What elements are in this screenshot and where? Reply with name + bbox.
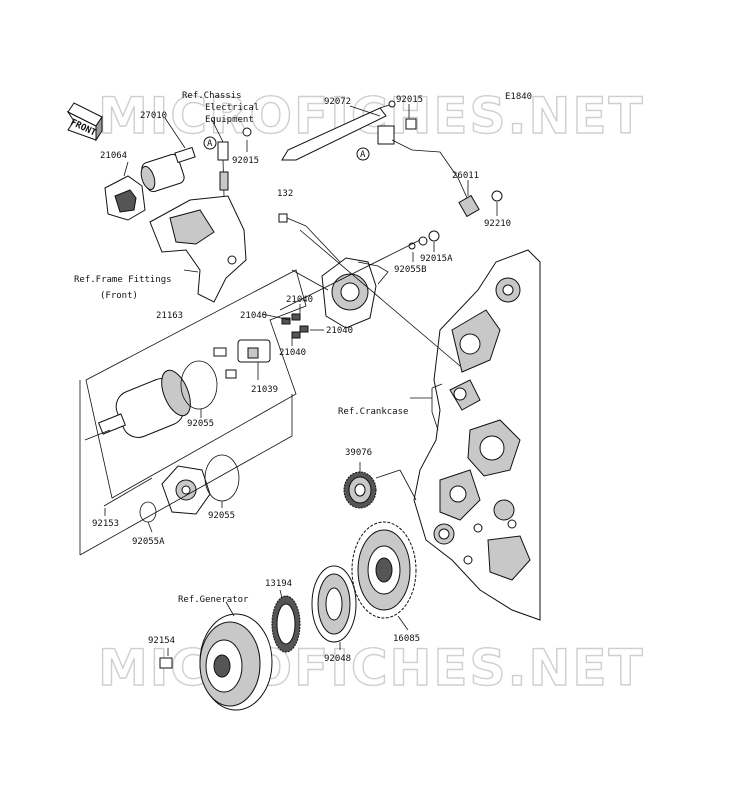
ref-frame-fittings-line-2: (Front)	[100, 291, 138, 301]
label-39076: 39076	[345, 448, 372, 458]
label-26011: 26011	[452, 171, 479, 181]
label-92154: 92154	[148, 636, 175, 646]
ref-crankcase: Ref.Crankcase	[338, 407, 408, 417]
frame-bracket	[149, 195, 247, 303]
callout-a-left-circle	[203, 136, 217, 150]
washer-92015-a	[242, 127, 252, 137]
label-13194: 13194	[265, 579, 292, 589]
label-21039: 21039	[251, 385, 278, 395]
label-92015a: 92015A	[420, 254, 453, 264]
washer-92015a-2	[428, 230, 440, 242]
o-ring-92055a	[139, 501, 157, 523]
label-92153: 92153	[92, 519, 119, 529]
watermark-bottom: MICROFICHES.NET	[98, 639, 645, 697]
o-ring-92055-b	[204, 454, 240, 502]
starter-relay	[140, 146, 196, 193]
callout-a-left: A	[207, 139, 213, 149]
starter-motor-21163	[84, 369, 191, 441]
o-ring-92055-a	[180, 360, 218, 410]
label-21163: 21163	[156, 311, 183, 321]
label-92055b: 92055B	[394, 265, 427, 275]
one-way-clutch-housing-92048	[311, 565, 357, 643]
relay-wire-connector	[217, 141, 229, 197]
label-21040-c: 21040	[326, 326, 353, 336]
washer-92015a-1	[418, 236, 428, 246]
ref-generator: Ref.Generator	[178, 595, 249, 605]
label-92072: 92072	[324, 97, 351, 107]
nut-92210	[491, 190, 503, 202]
label-92055a: 92055A	[132, 537, 165, 547]
label-16085: 16085	[393, 634, 420, 644]
ref-chassis-line-2: Electrical	[205, 103, 259, 113]
callout-a-right-circle	[356, 147, 370, 161]
nut-92015-b	[405, 118, 417, 130]
starter-end-cover	[321, 257, 389, 329]
label-21064: 21064	[100, 151, 127, 161]
crankcase	[413, 249, 541, 621]
bolt-92154	[159, 657, 173, 669]
label-21040-b: 21040	[240, 311, 267, 321]
label-92048: 92048	[324, 654, 351, 664]
through-bolt-92153	[103, 477, 153, 507]
relay-rubber-cover	[104, 175, 146, 221]
leader-lines	[79, 104, 498, 656]
starter-idle-gear-39076	[343, 471, 377, 509]
label-92055-a: 92055	[187, 419, 214, 429]
label-92015-b: 92015	[396, 95, 423, 105]
bolt-132	[278, 213, 307, 227]
label-92015-a: 92015	[232, 156, 259, 166]
starter-front-cover	[161, 465, 211, 515]
label-92055-b: 92055	[208, 511, 235, 521]
brush-holder-21039	[213, 339, 271, 379]
label-21040-a: 21040	[286, 295, 313, 305]
generator-rotor	[199, 613, 273, 711]
brush-springs	[281, 313, 309, 339]
label-21040-d: 21040	[279, 348, 306, 358]
starter-clutch-gear-16085	[351, 521, 417, 619]
ref-frame-fittings-line-1: Ref.Frame Fittings	[74, 275, 172, 285]
ref-chassis-line-3: Equipment	[205, 115, 254, 125]
starter-cable	[281, 100, 480, 218]
diagram-code: E1840	[505, 92, 532, 102]
front-arrow-icon	[66, 102, 103, 142]
ref-chassis-line-1: Ref.Chassis	[182, 91, 242, 101]
label-92210: 92210	[484, 219, 511, 229]
callout-a-right: A	[360, 150, 366, 160]
one-way-clutch-13194	[271, 595, 301, 653]
label-132: 132	[277, 189, 293, 199]
label-27010: 27010	[140, 111, 167, 121]
